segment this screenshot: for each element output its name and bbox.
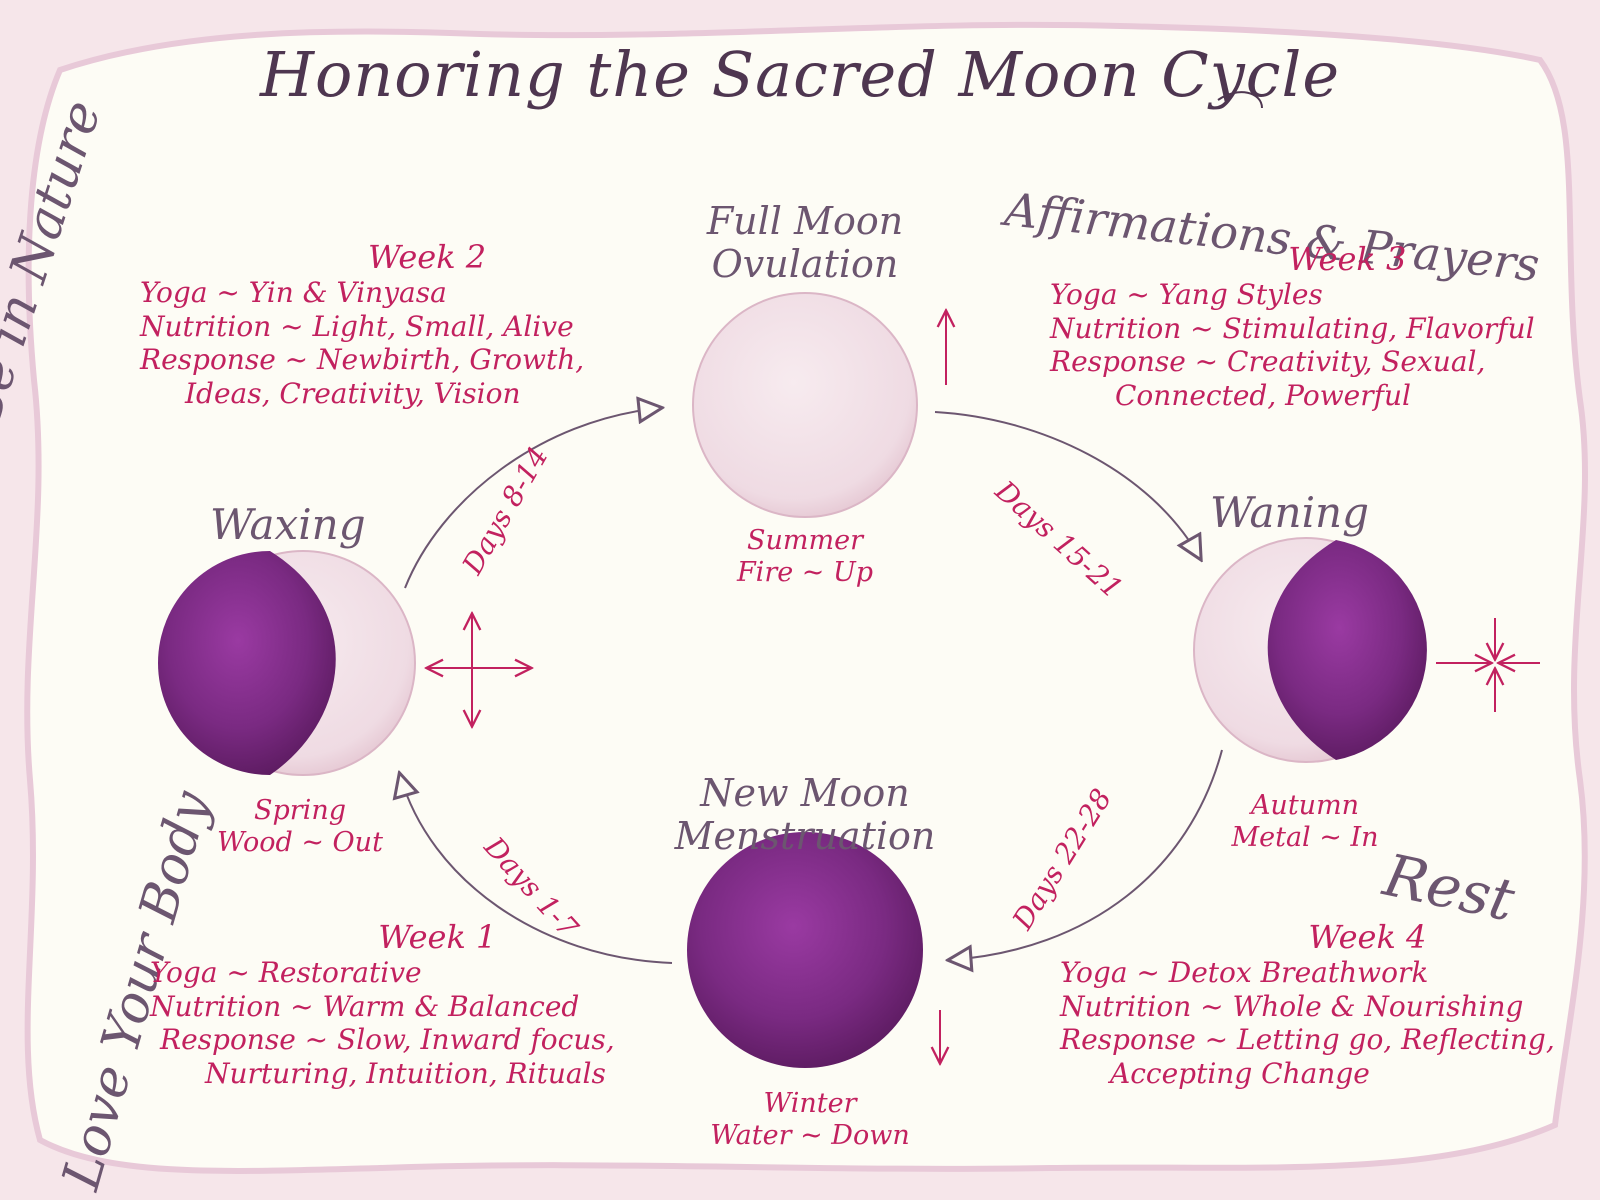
week-3-response: Response ~ Creativity, Sexual,	[1050, 345, 1486, 379]
week-2-response-cont: Ideas, Creativity, Vision	[185, 376, 521, 410]
season-name: Winter	[763, 1088, 857, 1119]
week-4-block: Week 4 Yoga ~ Detox Breathwork Nutrition…	[1060, 918, 1555, 1090]
week-1-block: Week 1 Yoga ~ Restorative Nutrition ~ Wa…	[150, 918, 615, 1090]
week-4-response: Response ~ Letting go, Reflecting,	[1060, 1023, 1555, 1057]
season-name: Autumn	[1250, 790, 1360, 821]
full-moon	[692, 292, 918, 518]
week-3-response-cont: Connected, Powerful	[1115, 378, 1411, 412]
element-direction: Water ~ Down	[710, 1120, 910, 1152]
winter-label: Winter Water ~ Down	[705, 1088, 915, 1153]
connector-full-to-waning	[934, 411, 1200, 558]
summer-label: Summer Fire ~ Up	[705, 525, 905, 590]
autumn-label: Autumn Metal ~ In	[1210, 790, 1400, 855]
title-flourish	[1217, 91, 1263, 109]
element-direction: Wood ~ Out	[217, 827, 383, 859]
waxing-moon	[158, 550, 416, 776]
waning-moon	[1193, 537, 1427, 763]
full-moon-title: Full Moon	[706, 199, 904, 243]
week-3-nutrition: Nutrition ~ Stimulating, Flavorful	[1050, 311, 1535, 345]
week-3-title: Week 3	[1288, 240, 1407, 278]
paper-sheet	[24, 21, 1588, 1174]
week-1-yoga: Yoga ~ Restorative	[150, 956, 422, 989]
week-2-nutrition: Nutrition ~ Light, Small, Alive	[140, 309, 574, 343]
full-moon-label: Full Moon Ovulation	[680, 200, 930, 285]
waxing-label: Waxing	[210, 500, 366, 549]
new-moon	[687, 832, 923, 1068]
week-2-response: Response ~ Newbirth, Growth,	[140, 343, 585, 377]
season-name: Summer	[747, 525, 863, 556]
spring-label: Spring Wood ~ Out	[205, 795, 395, 860]
week-1-title: Week 1	[378, 918, 497, 956]
new-moon-title: New Moon	[700, 771, 910, 815]
week-2-block: Week 2 Yoga ~ Yin & Vinyasa Nutrition ~ …	[140, 238, 584, 410]
week-1-response: Response ~ Slow, Inward focus,	[160, 1023, 615, 1057]
week-1-response-cont: Nurturing, Intuition, Rituals	[205, 1056, 606, 1090]
week-1-nutrition: Nutrition ~ Warm & Balanced	[150, 989, 580, 1023]
week-4-yoga: Yoga ~ Detox Breathwork	[1060, 956, 1429, 989]
week-3-block: Week 3 Yoga ~ Yang Styles Nutrition ~ St…	[1050, 240, 1535, 412]
week-2-title: Week 2	[368, 238, 487, 276]
new-moon-subtitle: Menstruation	[674, 813, 936, 858]
element-direction: Metal ~ In	[1231, 822, 1379, 854]
week-2-yoga: Yoga ~ Yin & Vinyasa	[140, 276, 447, 309]
week-4-response-cont: Accepting Change	[1110, 1056, 1370, 1090]
waning-label: Waning	[1210, 488, 1369, 537]
week-4-title: Week 4	[1308, 918, 1427, 956]
week-4-details: Yoga ~ Detox Breathwork Nutrition ~ Whol…	[1060, 956, 1555, 1090]
connector-waning-to-new	[950, 749, 1223, 960]
connector-waxing-to-full	[404, 408, 660, 589]
full-moon-subtitle: Ovulation	[711, 241, 899, 286]
inward-arrows-icon	[1436, 618, 1540, 712]
week-1-details: Yoga ~ Restorative Nutrition ~ Warm & Ba…	[150, 956, 615, 1090]
element-direction: Fire ~ Up	[736, 557, 874, 589]
week-2-details: Yoga ~ Yin & Vinyasa Nutrition ~ Light, …	[140, 276, 584, 410]
connector-new-to-waxing	[400, 775, 673, 964]
week-4-nutrition: Nutrition ~ Whole & Nourishing	[1060, 989, 1524, 1023]
page-title: Honoring the Sacred Moon Cycle	[259, 38, 1341, 111]
week-3-yoga: Yoga ~ Yang Styles	[1050, 278, 1323, 311]
outward-arrows-icon	[428, 615, 530, 725]
new-moon-label: New Moon Menstruation	[670, 772, 940, 857]
week-3-details: Yoga ~ Yang Styles Nutrition ~ Stimulati…	[1050, 278, 1535, 412]
season-name: Spring	[254, 795, 346, 826]
